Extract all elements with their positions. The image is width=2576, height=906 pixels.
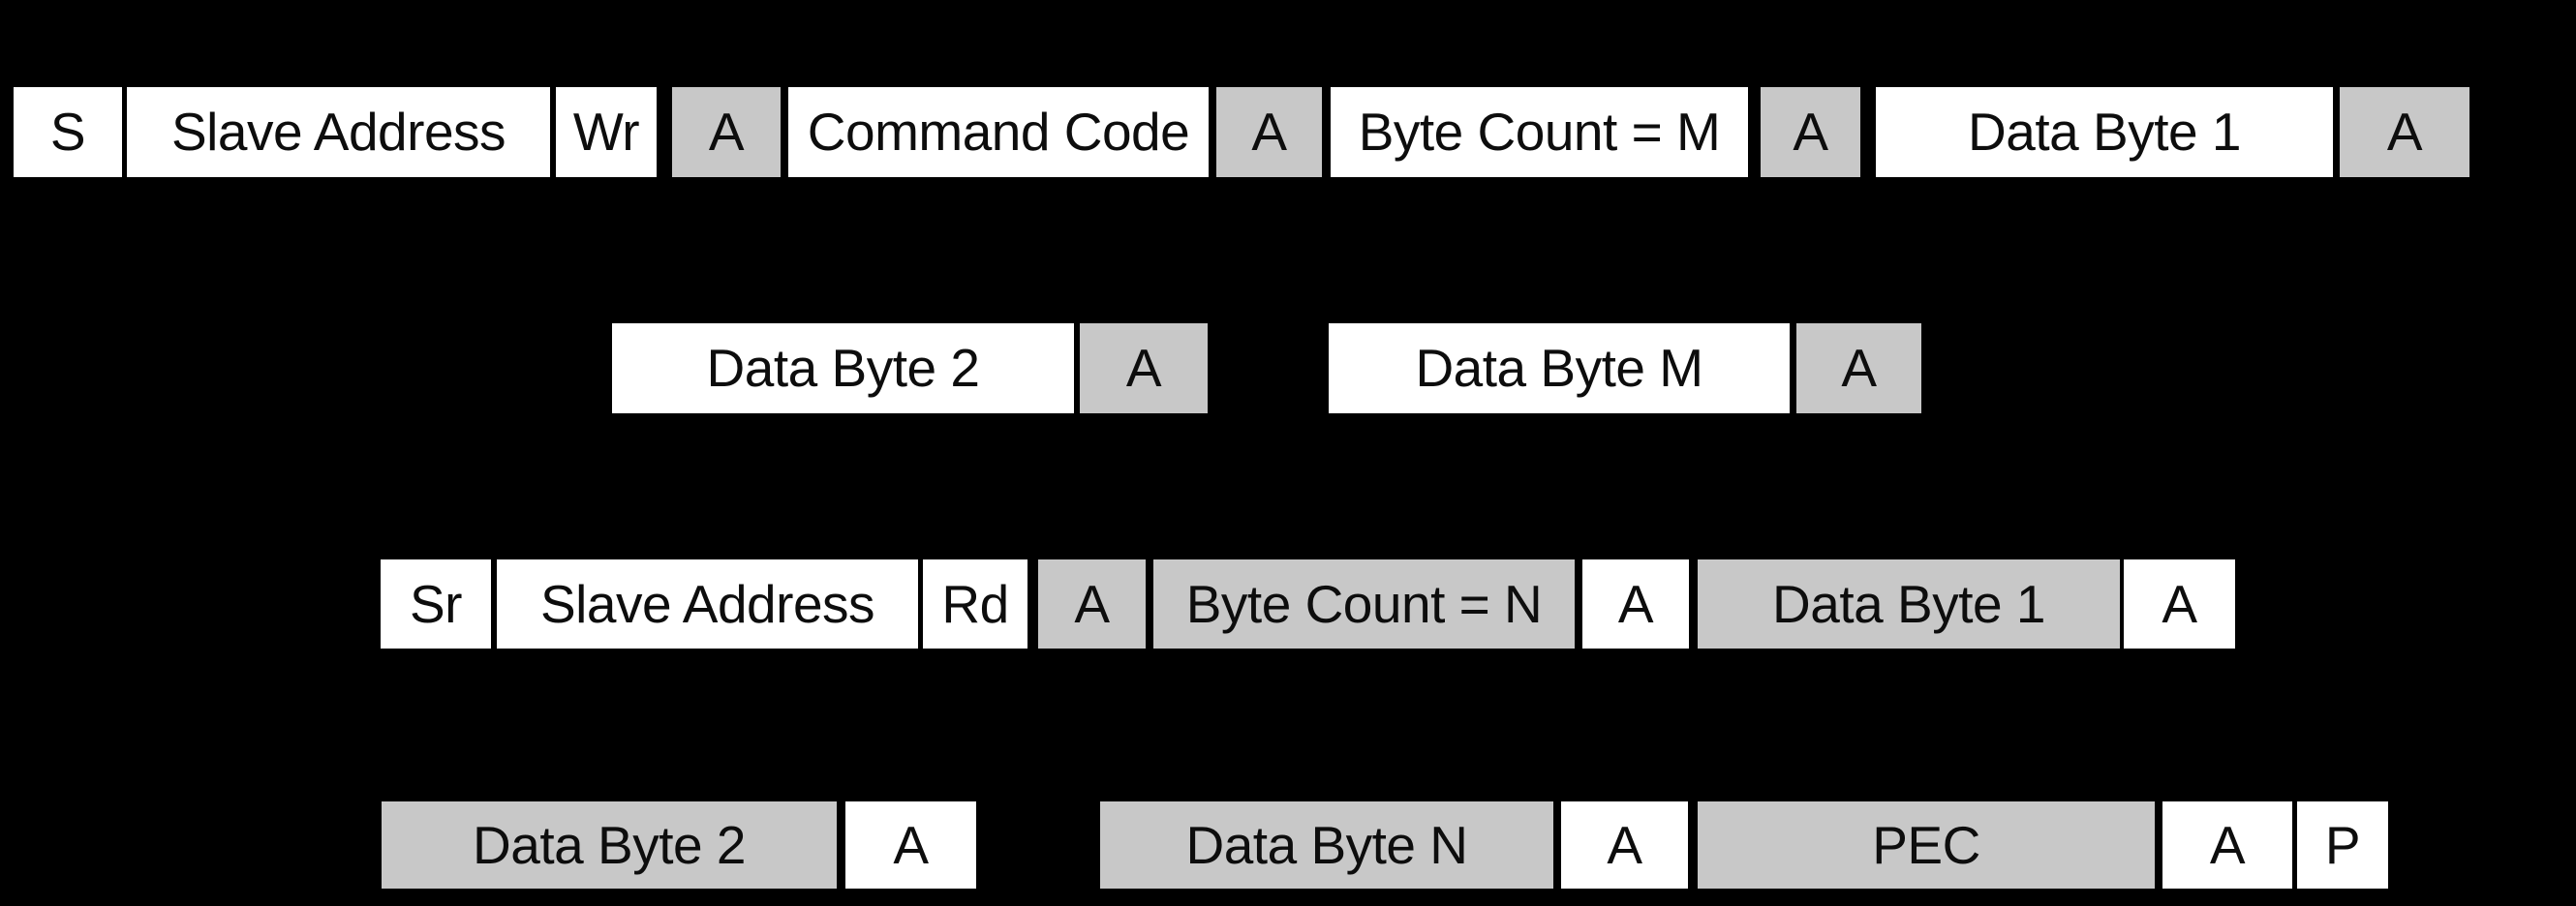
frame-field-a-slave: A: [1796, 323, 1921, 413]
frame-field-a-master: A: [1582, 559, 1689, 649]
frame-field-pec-slave: PEC: [1698, 801, 2155, 889]
frame-field-data-byte-2-slave: Data Byte 2: [382, 801, 837, 889]
frame-field-a-slave: A: [1761, 87, 1860, 177]
frame-field-a-slave: A: [672, 87, 781, 177]
frame-field-data-byte-1-master: Data Byte 1: [1876, 87, 2333, 177]
frame-field-command-code-master: Command Code: [788, 87, 1209, 177]
frame-field-a-master: A: [2124, 559, 2235, 649]
frame-field-a-master: A: [1561, 801, 1688, 889]
frame-field-a-slave: A: [1038, 559, 1146, 649]
frame-field-rd-master: Rd: [923, 559, 1027, 649]
frame-field-a-slave: A: [1216, 87, 1322, 177]
frame-field-data-byte-1-slave: Data Byte 1: [1698, 559, 2120, 649]
frame-field-a-master: A: [845, 801, 976, 889]
frame-field-a-slave: A: [2340, 87, 2469, 177]
frame-field-a-master: A: [2162, 801, 2292, 889]
frame-field-s-master: S: [14, 87, 122, 177]
frame-field-data-byte-m-master: Data Byte M: [1329, 323, 1790, 413]
frame-field-p-master: P: [2297, 801, 2388, 889]
frame-field-sr-master: Sr: [381, 559, 491, 649]
frame-field-slave-address-master: Slave Address: [497, 559, 918, 649]
frame-field-slave-address-master: Slave Address: [127, 87, 550, 177]
frame-field-byte-count-m-master: Byte Count = M: [1331, 87, 1748, 177]
frame-field-a-slave: A: [1080, 323, 1208, 413]
frame-field-data-byte-2-master: Data Byte 2: [612, 323, 1074, 413]
frame-field-wr-master: Wr: [556, 87, 657, 177]
frame-field-data-byte-n-slave: Data Byte N: [1100, 801, 1553, 889]
frame-field-byte-count-n-slave: Byte Count = N: [1153, 559, 1575, 649]
